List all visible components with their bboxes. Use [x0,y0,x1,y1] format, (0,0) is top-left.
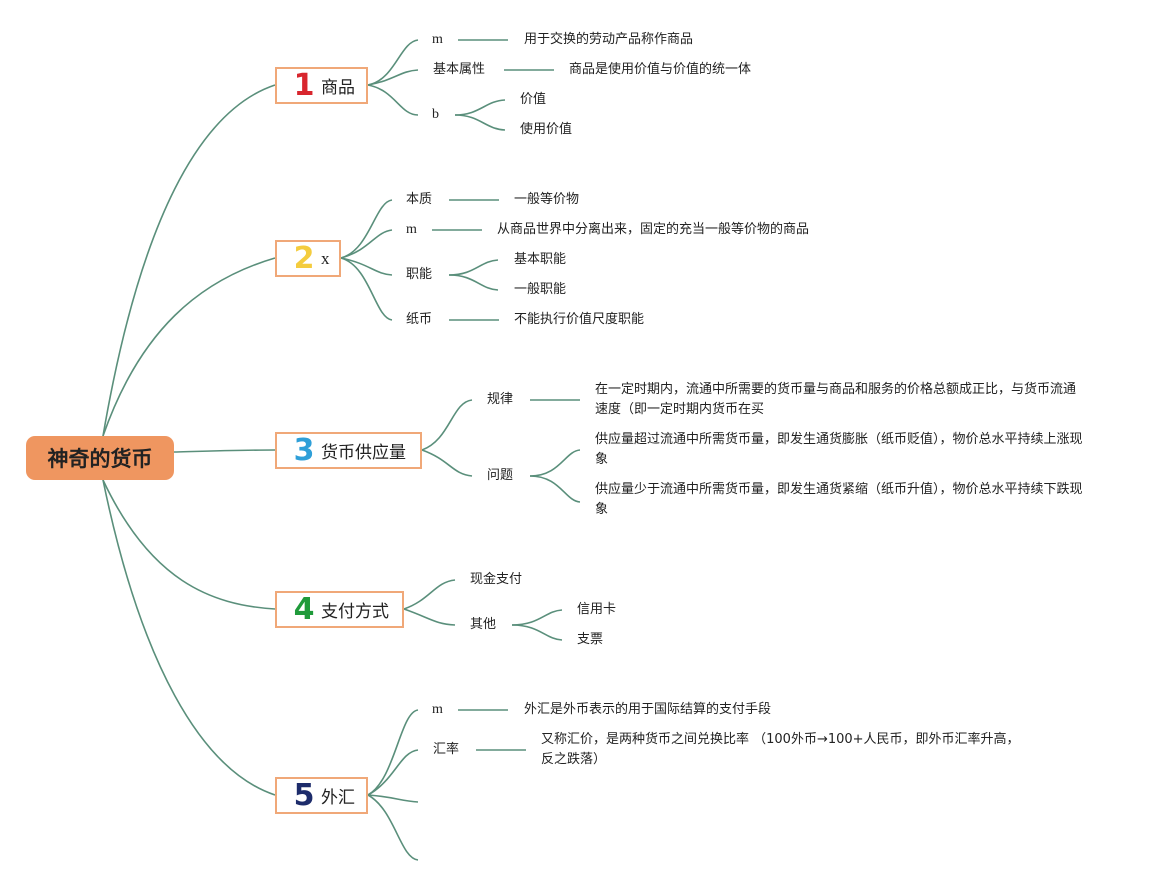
leaf-item[interactable]: 价值 [520,92,547,107]
detail-text: 一般等价物 [514,192,580,207]
topic-label: x [321,248,330,268]
leaf-item[interactable]: 基本职能 [514,252,567,267]
detail-text: 又称汇价，是两种货币之间兑换比率 （100外币→100+人民币，即外币汇率升高，… [541,732,1020,767]
topic-3[interactable]: 3 货币供应量 [275,432,422,469]
number-5-icon: 5 [293,777,315,813]
number-4-icon: 4 [293,591,315,627]
topic-5[interactable]: 5 外汇 [275,777,368,814]
detail-text: 在一定时期内，流通中所需要的货币量与商品和服务的价格总额成正比，与货币流通速度（… [595,382,1077,417]
detail-text: 不能执行价值尺度职能 [514,312,645,327]
detail-text: 用于交换的劳动产品称作商品 [524,32,694,47]
leaf-item[interactable]: 供应量超过流通中所需货币量，即发生通货膨胀（纸币贬值），物价总水平持续上涨现象 [595,432,1083,467]
subtopic-label[interactable]: 纸币 [406,312,433,327]
subtopic-label[interactable]: 现金支付 [470,572,523,587]
subtopic-label[interactable]: 基本属性 [433,62,486,77]
leaf-item[interactable]: 供应量少于流通中所需货币量，即发生通货紧缩（纸币升值），物价总水平持续下跌现象 [595,482,1083,517]
detail-text: 外汇是外币表示的用于国际结算的支付手段 [524,702,772,717]
topic-4[interactable]: 4 支付方式 [275,591,404,628]
root-label: 神奇的货币 [47,447,153,471]
subtopic-label[interactable]: 问题 [487,468,514,483]
topic-label: 外汇 [321,788,355,808]
leaf-item[interactable]: 一般职能 [514,282,567,297]
leaf-item[interactable]: 使用价值 [520,122,573,137]
subtopic-label[interactable]: 其他 [470,617,497,632]
detail-text: 从商品世界中分离出来，固定的充当一般等价物的商品 [497,222,810,237]
subtopic-label[interactable]: 本质 [406,192,433,207]
subtopic-label[interactable]: m [406,222,417,237]
leaf-item[interactable]: 支票 [577,632,604,647]
number-1-icon: 1 [293,67,315,103]
subtopic-label[interactable]: 汇率 [433,742,460,757]
topic-label: 支付方式 [321,602,389,622]
topic-2[interactable]: 2 x [275,240,341,277]
subtopic-label[interactable]: b [432,107,439,122]
leaf-item[interactable]: 信用卡 [577,602,617,617]
subtopic-label[interactable]: m [432,702,443,717]
root-topic[interactable]: 神奇的货币 [26,436,174,480]
subtopic-label[interactable]: 规律 [487,392,514,407]
subtopic-label[interactable]: m [432,32,443,47]
topic-label: 货币供应量 [321,443,406,463]
subtopic-label[interactable]: 职能 [406,267,433,282]
number-3-icon: 3 [293,432,315,468]
topic-1[interactable]: 1 商品 [275,67,368,104]
number-2-icon: 2 [293,240,315,276]
topic-label: 商品 [321,78,355,98]
detail-text: 商品是使用价值与价值的统一体 [569,62,752,77]
